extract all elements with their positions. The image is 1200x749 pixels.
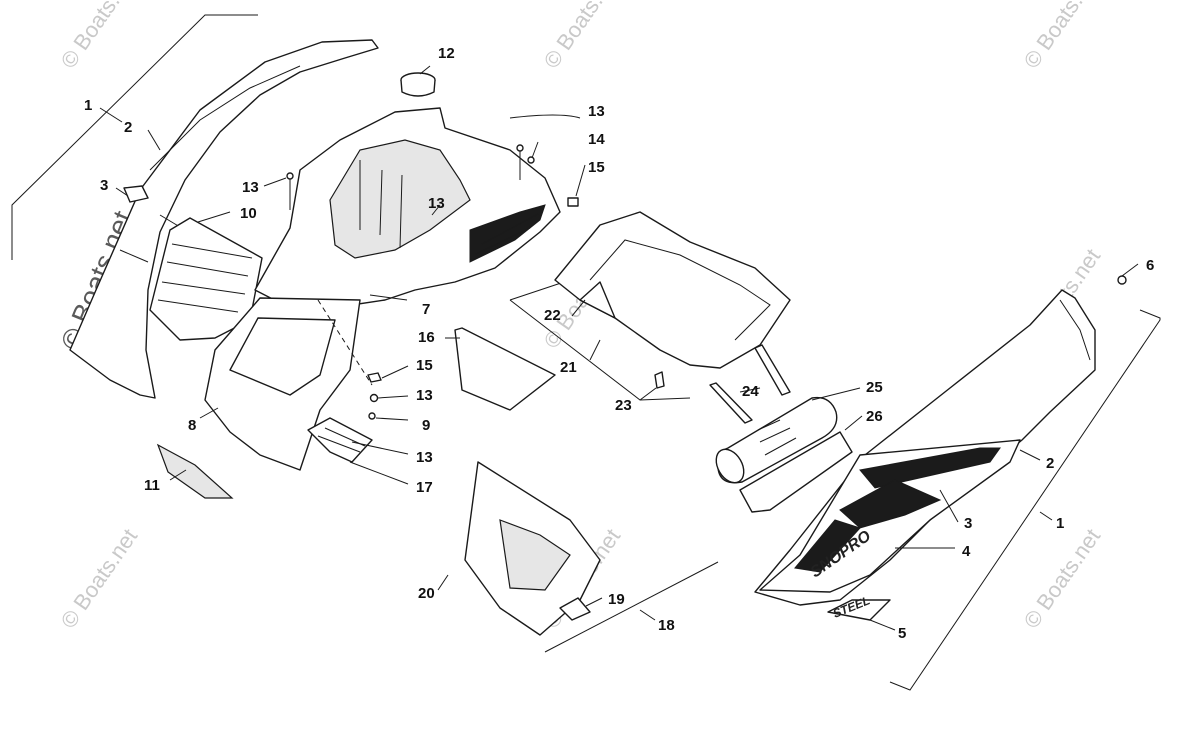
watermark: © Boats.net xyxy=(539,0,626,73)
watermark: © Boats.net xyxy=(1019,0,1106,73)
callout-19: 19 xyxy=(608,591,625,608)
bracket-right xyxy=(889,309,1161,691)
callout-8: 8 xyxy=(188,417,196,434)
callout-17: 17 xyxy=(416,479,433,496)
callout-18: 18 xyxy=(658,617,675,634)
callout-13-a: 13 xyxy=(242,179,259,196)
callout-5: 5 xyxy=(898,625,906,642)
callout-7: 7 xyxy=(422,301,430,318)
hardware-fasteners xyxy=(286,144,1127,420)
callout-13-e: 13 xyxy=(416,449,433,466)
callout-21: 21 xyxy=(560,359,577,376)
mesh-screen-part-11 xyxy=(156,443,234,499)
callout-16: 16 xyxy=(418,329,435,346)
callout-12: 12 xyxy=(438,45,455,62)
callout-26: 26 xyxy=(866,408,883,425)
callout-15-b: 15 xyxy=(416,357,433,374)
decal-part-4: SNOPRO xyxy=(759,439,1021,593)
cylinder-part-25 xyxy=(715,396,838,484)
callout-3-left: 3 xyxy=(100,177,108,194)
callout-10: 10 xyxy=(240,205,257,222)
windshield-part-16 xyxy=(454,327,556,411)
callout-1-right: 1 xyxy=(1056,515,1064,532)
callout-13-b: 13 xyxy=(428,195,445,212)
callout-6: 6 xyxy=(1146,257,1154,274)
callout-24: 24 xyxy=(742,383,759,400)
callout-20: 20 xyxy=(418,585,435,602)
callout-23: 23 xyxy=(615,397,632,414)
leader-lines xyxy=(115,65,1139,631)
callout-1-left: 1 xyxy=(84,97,92,114)
lower-front-panel-part-8 xyxy=(204,297,361,471)
hood-part-7 xyxy=(254,107,561,311)
watermark: © Boats.net xyxy=(1019,524,1106,633)
callout-14: 14 xyxy=(588,131,605,148)
callout-3-right: 3 xyxy=(964,515,972,532)
watermark: © Boats.net xyxy=(56,0,143,73)
grommet-part-12 xyxy=(400,72,436,97)
sleeve-part-26 xyxy=(739,431,853,513)
bracket-left xyxy=(11,14,258,260)
callout-4: 4 xyxy=(962,543,971,560)
callout-13-c: 13 xyxy=(588,103,605,120)
callout-22: 22 xyxy=(544,307,561,324)
callout-15-a: 15 xyxy=(588,159,605,176)
callout-13-d: 13 xyxy=(416,387,433,404)
bracket-part-17 xyxy=(307,417,373,463)
callout-9: 9 xyxy=(422,417,430,434)
callout-2-right: 2 xyxy=(1046,455,1054,472)
callout-11: 11 xyxy=(144,477,160,494)
callout-25: 25 xyxy=(866,379,883,396)
storage-tray-part-22 xyxy=(554,211,791,369)
lower-assembly-part-18 xyxy=(464,461,719,653)
straps-part-23-24 xyxy=(654,344,791,424)
callout-2-left: 2 xyxy=(124,119,132,136)
callout-labels: 1 2 3 10 13 12 13 13 14 15 7 8 11 15 13 … xyxy=(84,45,1154,642)
watermark: © Boats.net xyxy=(56,524,143,633)
